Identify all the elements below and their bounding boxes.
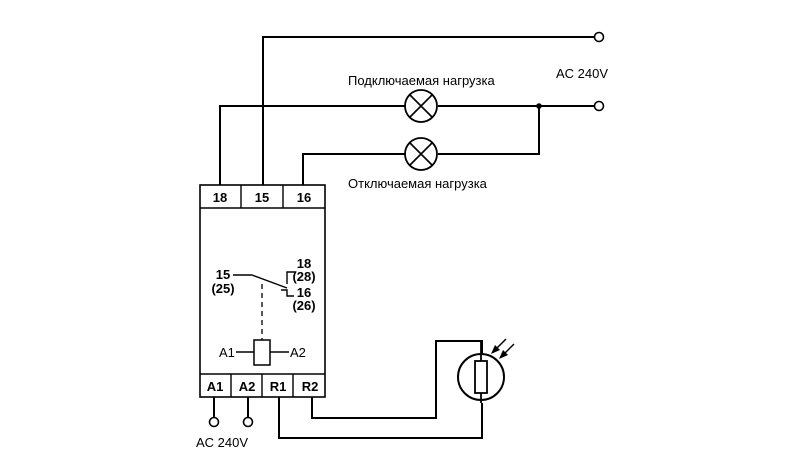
wire-18-load [219, 105, 405, 185]
terminal-r2-label: R2 [302, 379, 319, 394]
load-disconnected-label: Отключаемая нагрузка [348, 176, 488, 191]
contact-no-label: 16 [297, 285, 311, 300]
contact-nc-alt-label: (28) [292, 269, 315, 284]
supply-bottom-label: AC 240V [196, 435, 248, 450]
lamp-connected-icon [404, 89, 438, 123]
lamp-disconnected-icon [404, 137, 438, 171]
terminal-15-label: 15 [255, 190, 269, 205]
coil-supply-terminal-a2 [242, 416, 254, 428]
coil-supply-terminal-a1 [208, 416, 220, 428]
terminal-18-label: 18 [213, 190, 227, 205]
wire-15-supply [262, 36, 595, 185]
contact-no-alt-label: (26) [292, 298, 315, 313]
photoresistor-icon [457, 341, 505, 403]
load-connected-label: Подключаемая нагрузка [348, 73, 495, 88]
coil-supply-wires [208, 397, 254, 428]
coil-a2-label: A2 [290, 345, 306, 360]
contact-common-alt-label: (25) [211, 281, 234, 296]
supply-terminal-top [593, 31, 605, 43]
contact-common-label: 15 [216, 267, 230, 282]
terminal-a1-label: A1 [207, 379, 224, 394]
supply-wires [219, 31, 605, 185]
supply-terminal-bottom [593, 100, 605, 112]
light-arrows-icon [491, 338, 515, 359]
wire-load2-junction [438, 106, 540, 155]
terminal-r1-label: R1 [270, 379, 287, 394]
wire-16-load [302, 153, 405, 185]
coil-a1-label: A1 [219, 345, 235, 360]
changeover-contact-icon [233, 271, 296, 340]
terminal-16-label: 16 [297, 190, 311, 205]
contact-nc-label: 18 [297, 256, 311, 271]
sensor-wires [278, 340, 483, 439]
coil-icon [236, 339, 289, 366]
terminal-a2-label: A2 [239, 379, 256, 394]
supply-top-label: AC 240V [556, 66, 608, 81]
